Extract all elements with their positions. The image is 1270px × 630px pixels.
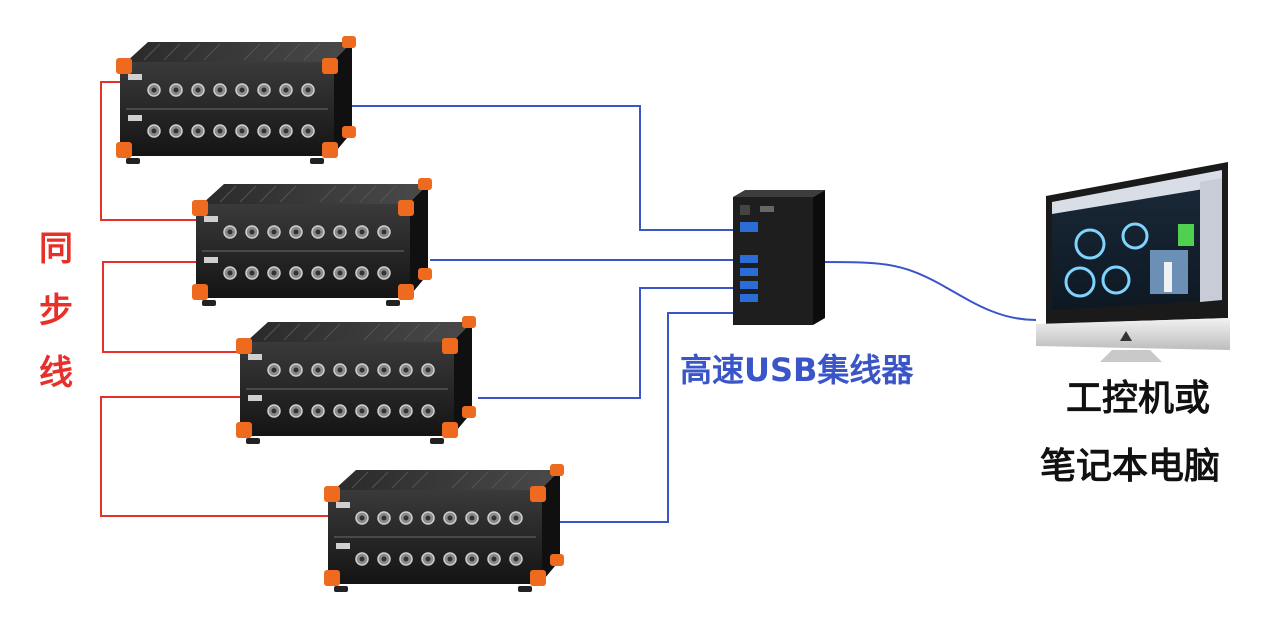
sync-line-char: 同 bbox=[39, 229, 73, 269]
daq-unit-1 bbox=[115, 35, 357, 165]
daq-unit-3 bbox=[235, 315, 477, 445]
usb-hub-icon bbox=[733, 190, 825, 325]
usb-cable-wiring bbox=[352, 105, 1037, 523]
sync-line-label: 同 步 线 bbox=[36, 218, 76, 404]
daq-unit-2 bbox=[191, 177, 433, 307]
daq-unit-4 bbox=[323, 463, 565, 593]
monitor-icon bbox=[1036, 162, 1230, 362]
daq-device-icon bbox=[235, 315, 477, 445]
sync-line-char: 步 bbox=[39, 291, 73, 331]
daq-device-icon bbox=[115, 35, 357, 165]
daq-device-icon bbox=[323, 463, 565, 593]
daq-device-icon bbox=[191, 177, 433, 307]
sync-line-wiring bbox=[100, 81, 330, 517]
sync-line-char: 线 bbox=[39, 353, 73, 393]
pc-label-line1: 工控机或 bbox=[1066, 378, 1211, 419]
usb-hub-label: 高速USB集线器 bbox=[680, 351, 914, 389]
pc-label-line2: 笔记本电脑 bbox=[1040, 446, 1221, 487]
